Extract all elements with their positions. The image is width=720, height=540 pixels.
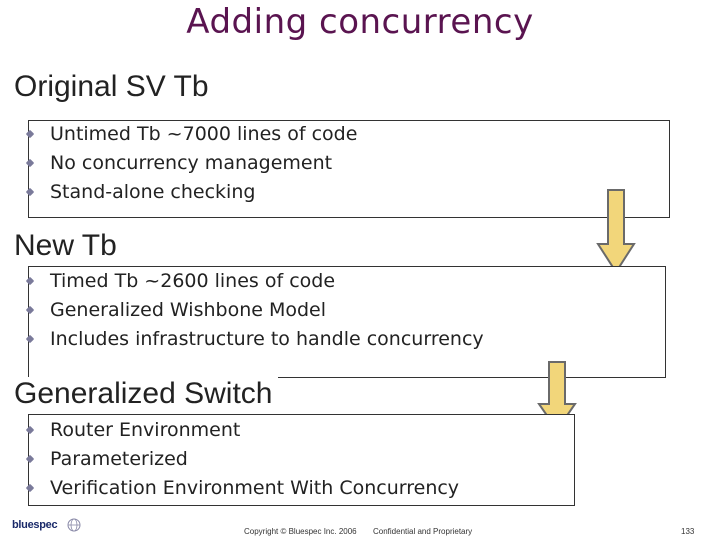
bullet-text: Includes infrastructure to handle concur… [50, 328, 484, 350]
list-item: Router Environment [22, 416, 459, 445]
bullet-text: Stand-alone checking [50, 181, 256, 203]
list-item: No concurrency management [22, 149, 357, 178]
bullet-list-new-tb: Timed Tb ~2600 lines of code Generalized… [22, 267, 484, 354]
bullet-list-original-tb: Untimed Tb ~7000 lines of code No concur… [22, 120, 357, 207]
list-item: Stand-alone checking [22, 178, 357, 207]
bullet-text: Untimed Tb ~7000 lines of code [50, 123, 358, 145]
bullet-text: Verification Environment With Concurrenc… [50, 477, 460, 499]
bullet-icon [25, 483, 35, 493]
bullet-text: No concurrency management [50, 152, 333, 174]
bullet-text: Generalized Wishbone Model [50, 299, 327, 321]
list-item: Timed Tb ~2600 lines of code [22, 267, 484, 296]
bullet-icon [25, 334, 35, 344]
list-item: Verification Environment With Concurrenc… [22, 474, 459, 503]
section-heading-original-tb: Original SV Tb [14, 70, 215, 104]
bluespec-logo: bluespec [12, 519, 58, 531]
bullet-text: Timed Tb ~2600 lines of code [50, 270, 336, 292]
section-box-original-tb [28, 120, 670, 218]
list-item: Generalized Wishbone Model [22, 296, 484, 325]
bullet-text: Parameterized [50, 448, 188, 470]
bullet-list-generalized-switch: Router Environment Parameterized Verific… [22, 416, 459, 503]
bullet-icon [25, 305, 35, 315]
bullet-icon [25, 129, 35, 139]
bullet-icon [25, 187, 35, 197]
footer-copyright: Copyright © Bluespec Inc. 2006 [244, 527, 357, 536]
down-arrow-icon [596, 189, 636, 274]
footer-confidential: Confidential and Proprietary [373, 527, 473, 536]
page-number: 133 [681, 527, 695, 536]
list-item: Includes infrastructure to handle concur… [22, 325, 484, 354]
bullet-icon [25, 276, 35, 286]
list-item: Parameterized [22, 445, 459, 474]
bullet-icon [25, 425, 35, 435]
section-box-new-tb [28, 266, 666, 378]
section-heading-new-tb: New Tb [14, 229, 123, 263]
bullet-icon [25, 454, 35, 464]
section-heading-generalized-switch: Generalized Switch [14, 377, 279, 411]
list-item: Untimed Tb ~7000 lines of code [22, 120, 357, 149]
slide-title: Adding concurrency [186, 2, 534, 42]
bullet-text: Router Environment [50, 419, 241, 441]
bullet-icon [25, 158, 35, 168]
logo-globe-icon [67, 518, 81, 532]
section-box-generalized-switch [28, 414, 575, 506]
